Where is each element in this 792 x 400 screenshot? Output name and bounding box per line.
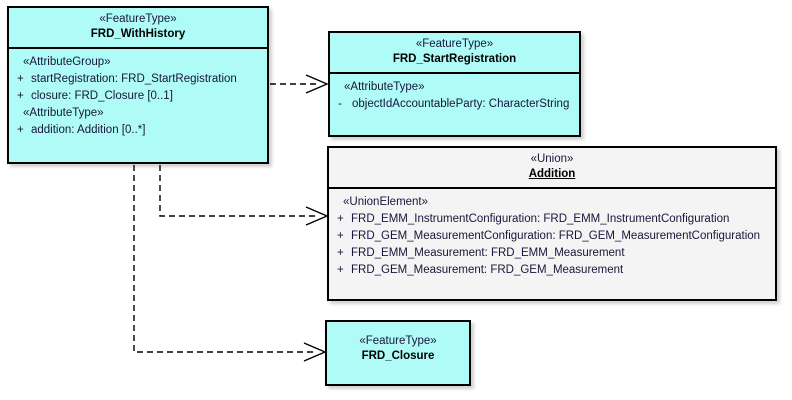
class-stereotype: «FeatureType» xyxy=(99,13,177,25)
attribute-label: closure: FRD_Closure [0..1] xyxy=(31,90,173,102)
class-header: «Union» Addition xyxy=(329,148,775,189)
class-attributes-compartment: «AttributeGroup» + startRegistration: FR… xyxy=(9,49,267,145)
attribute-label: objectIdAccountableParty: CharacterStrin… xyxy=(352,98,570,110)
class-header: «FeatureType» FRD_WithHistory xyxy=(9,8,267,49)
visibility-marker: + xyxy=(337,264,344,276)
class-box-frd-withhistory[interactable]: «FeatureType» FRD_WithHistory «Attribute… xyxy=(7,6,269,164)
class-stereotype: «Union» xyxy=(530,153,574,165)
attribute-label: addition: Addition [0..*] xyxy=(31,124,146,136)
visibility-marker: + xyxy=(337,247,344,259)
connector-line xyxy=(133,165,316,353)
attribute-row[interactable]: + addition: Addition [0..*] xyxy=(13,122,263,139)
attribute-label: FRD_GEM_Measurement: FRD_GEM_Measurement xyxy=(351,264,624,276)
attribute-label: startRegistration: FRD_StartRegistration xyxy=(31,73,237,85)
visibility-marker: + xyxy=(337,230,344,242)
attribute-group-label: «AttributeType» xyxy=(344,81,425,93)
visibility-marker: + xyxy=(17,90,24,102)
class-box-addition[interactable]: «Union» Addition «UnionElement» + FRD_EM… xyxy=(327,146,777,301)
attribute-group-label: «AttributeGroup» xyxy=(23,56,111,68)
connector-withhistory-to-closure[interactable] xyxy=(133,165,327,362)
class-box-frd-closure[interactable]: «FeatureType» FRD_Closure xyxy=(325,320,471,386)
attribute-row[interactable]: + FRD_GEM_Measurement: FRD_GEM_Measureme… xyxy=(333,262,771,279)
attribute-row[interactable]: - objectIdAccountableParty: CharacterStr… xyxy=(334,96,575,113)
open-arrowhead-icon xyxy=(305,206,329,226)
class-header: «FeatureType» FRD_Closure xyxy=(327,322,469,369)
attribute-row[interactable]: + startRegistration: FRD_StartRegistrati… xyxy=(13,71,263,88)
class-name: FRD_StartRegistration xyxy=(392,53,517,65)
connector-withhistory-to-startregistration[interactable] xyxy=(270,74,329,94)
attribute-group-label: «AttributeType» xyxy=(23,107,104,119)
class-header: «FeatureType» FRD_StartRegistration xyxy=(330,33,579,74)
visibility-marker: + xyxy=(17,73,24,85)
class-box-frd-startregistration[interactable]: «FeatureType» FRD_StartRegistration «Att… xyxy=(328,31,581,137)
connector-line xyxy=(159,165,318,217)
class-name: FRD_WithHistory xyxy=(90,28,186,40)
visibility-marker: - xyxy=(338,98,342,110)
class-name: Addition xyxy=(528,168,576,180)
attribute-row[interactable]: + closure: FRD_Closure [0..1] xyxy=(13,88,263,105)
visibility-marker: + xyxy=(17,124,24,136)
attribute-label: FRD_EMM_Measurement: FRD_EMM_Measurement xyxy=(351,247,625,259)
class-attributes-compartment: «AttributeType» - objectIdAccountablePar… xyxy=(330,74,579,119)
class-stereotype: «FeatureType» xyxy=(415,38,494,50)
class-attributes-compartment: «UnionElement» + FRD_EMM_InstrumentConfi… xyxy=(329,189,775,285)
connector-withhistory-to-addition[interactable] xyxy=(159,165,329,226)
visibility-marker: + xyxy=(337,213,344,225)
class-stereotype: «FeatureType» xyxy=(359,335,437,347)
attribute-row[interactable]: + FRD_EMM_InstrumentConfiguration: FRD_E… xyxy=(333,211,771,228)
open-arrowhead-icon xyxy=(303,342,327,362)
class-name: FRD_Closure xyxy=(361,350,435,362)
open-arrowhead-icon xyxy=(305,74,329,94)
attribute-label: FRD_GEM_MeasurementConfiguration: FRD_GE… xyxy=(351,230,761,242)
attribute-row[interactable]: + FRD_EMM_Measurement: FRD_EMM_Measureme… xyxy=(333,245,771,262)
attribute-group-label: «UnionElement» xyxy=(343,196,429,208)
attribute-row[interactable]: + FRD_GEM_MeasurementConfiguration: FRD_… xyxy=(333,228,771,245)
attribute-label: FRD_EMM_InstrumentConfiguration: FRD_EMM… xyxy=(351,213,730,225)
